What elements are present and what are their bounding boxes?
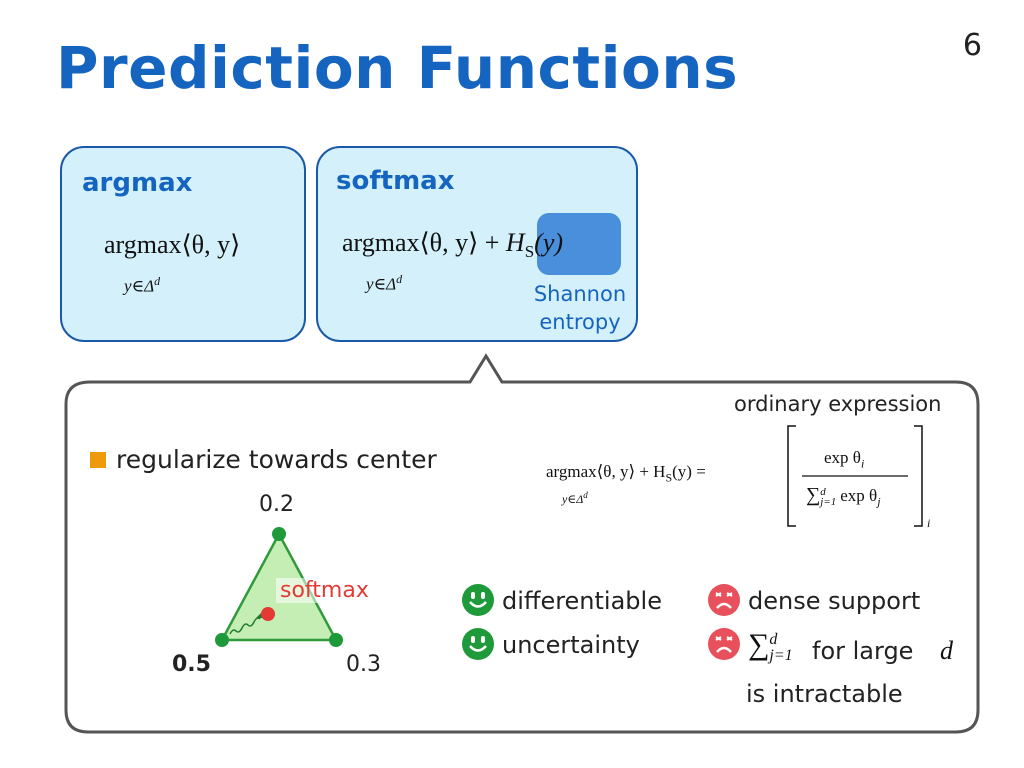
- vertex-right: [329, 633, 343, 647]
- argmax-box-title: argmax: [82, 168, 193, 198]
- con-intractable: is intractable: [746, 680, 903, 708]
- ordinary-equation-under: y∈Δd: [562, 490, 588, 506]
- vertex-top: [272, 527, 286, 541]
- argmax-box: argmax argmax⟨θ, y⟩ y∈Δd: [60, 146, 306, 342]
- shannon-entropy-annotation: Shannon entropy: [533, 282, 627, 334]
- softmax-formula: argmax⟨θ, y⟩ + HS(y): [342, 228, 564, 262]
- ordinary-equation-lhs: argmax⟨θ, y⟩ + HS(y) =: [546, 462, 706, 485]
- vertex-left: [215, 633, 229, 647]
- vertex-right-value: 0.3: [346, 652, 381, 677]
- smile-icon: [462, 628, 494, 660]
- argmax-formula: argmax⟨θ, y⟩: [104, 230, 240, 260]
- softmax-formula-main: argmax⟨θ, y⟩ +: [342, 228, 506, 257]
- vertex-top-value: 0.2: [259, 492, 294, 517]
- entropy-highlight: [537, 213, 621, 275]
- vertex-left-value: 0.5: [172, 652, 211, 677]
- smile-icon: [462, 584, 494, 616]
- page-title: Prediction Functions: [56, 34, 739, 102]
- con-for-large: for large: [812, 637, 914, 665]
- bullet-square: [90, 452, 106, 468]
- ordinary-outer-subscript: i: [927, 516, 931, 530]
- entropy-symbol: H: [505, 228, 525, 257]
- page-number: 6: [962, 28, 982, 63]
- pro-uncertainty: uncertainty: [502, 631, 640, 659]
- argmax-formula-main: argmax⟨θ, y⟩: [104, 230, 241, 259]
- pro-differentiable: differentiable: [502, 587, 662, 615]
- softmax-box-title: softmax: [336, 166, 455, 196]
- argmax-formula-subscript: y∈Δd: [124, 274, 161, 296]
- wavy-arrow: [229, 617, 261, 635]
- right-bracket: [914, 425, 923, 527]
- bullet-text: regularize towards center: [116, 445, 437, 474]
- softmax-point: [261, 607, 275, 621]
- frown-icon: [708, 628, 740, 660]
- ordinary-numerator: exp θi: [824, 448, 865, 471]
- con-dense-support: dense support: [748, 587, 921, 615]
- con-d-variable: d: [940, 636, 953, 665]
- softmax-point-label: softmax: [276, 578, 373, 603]
- softmax-formula-subscript: y∈Δd: [366, 272, 403, 294]
- frown-icon: [708, 584, 740, 616]
- left-bracket: [787, 425, 796, 527]
- ordinary-expression-label: ordinary expression: [734, 392, 942, 416]
